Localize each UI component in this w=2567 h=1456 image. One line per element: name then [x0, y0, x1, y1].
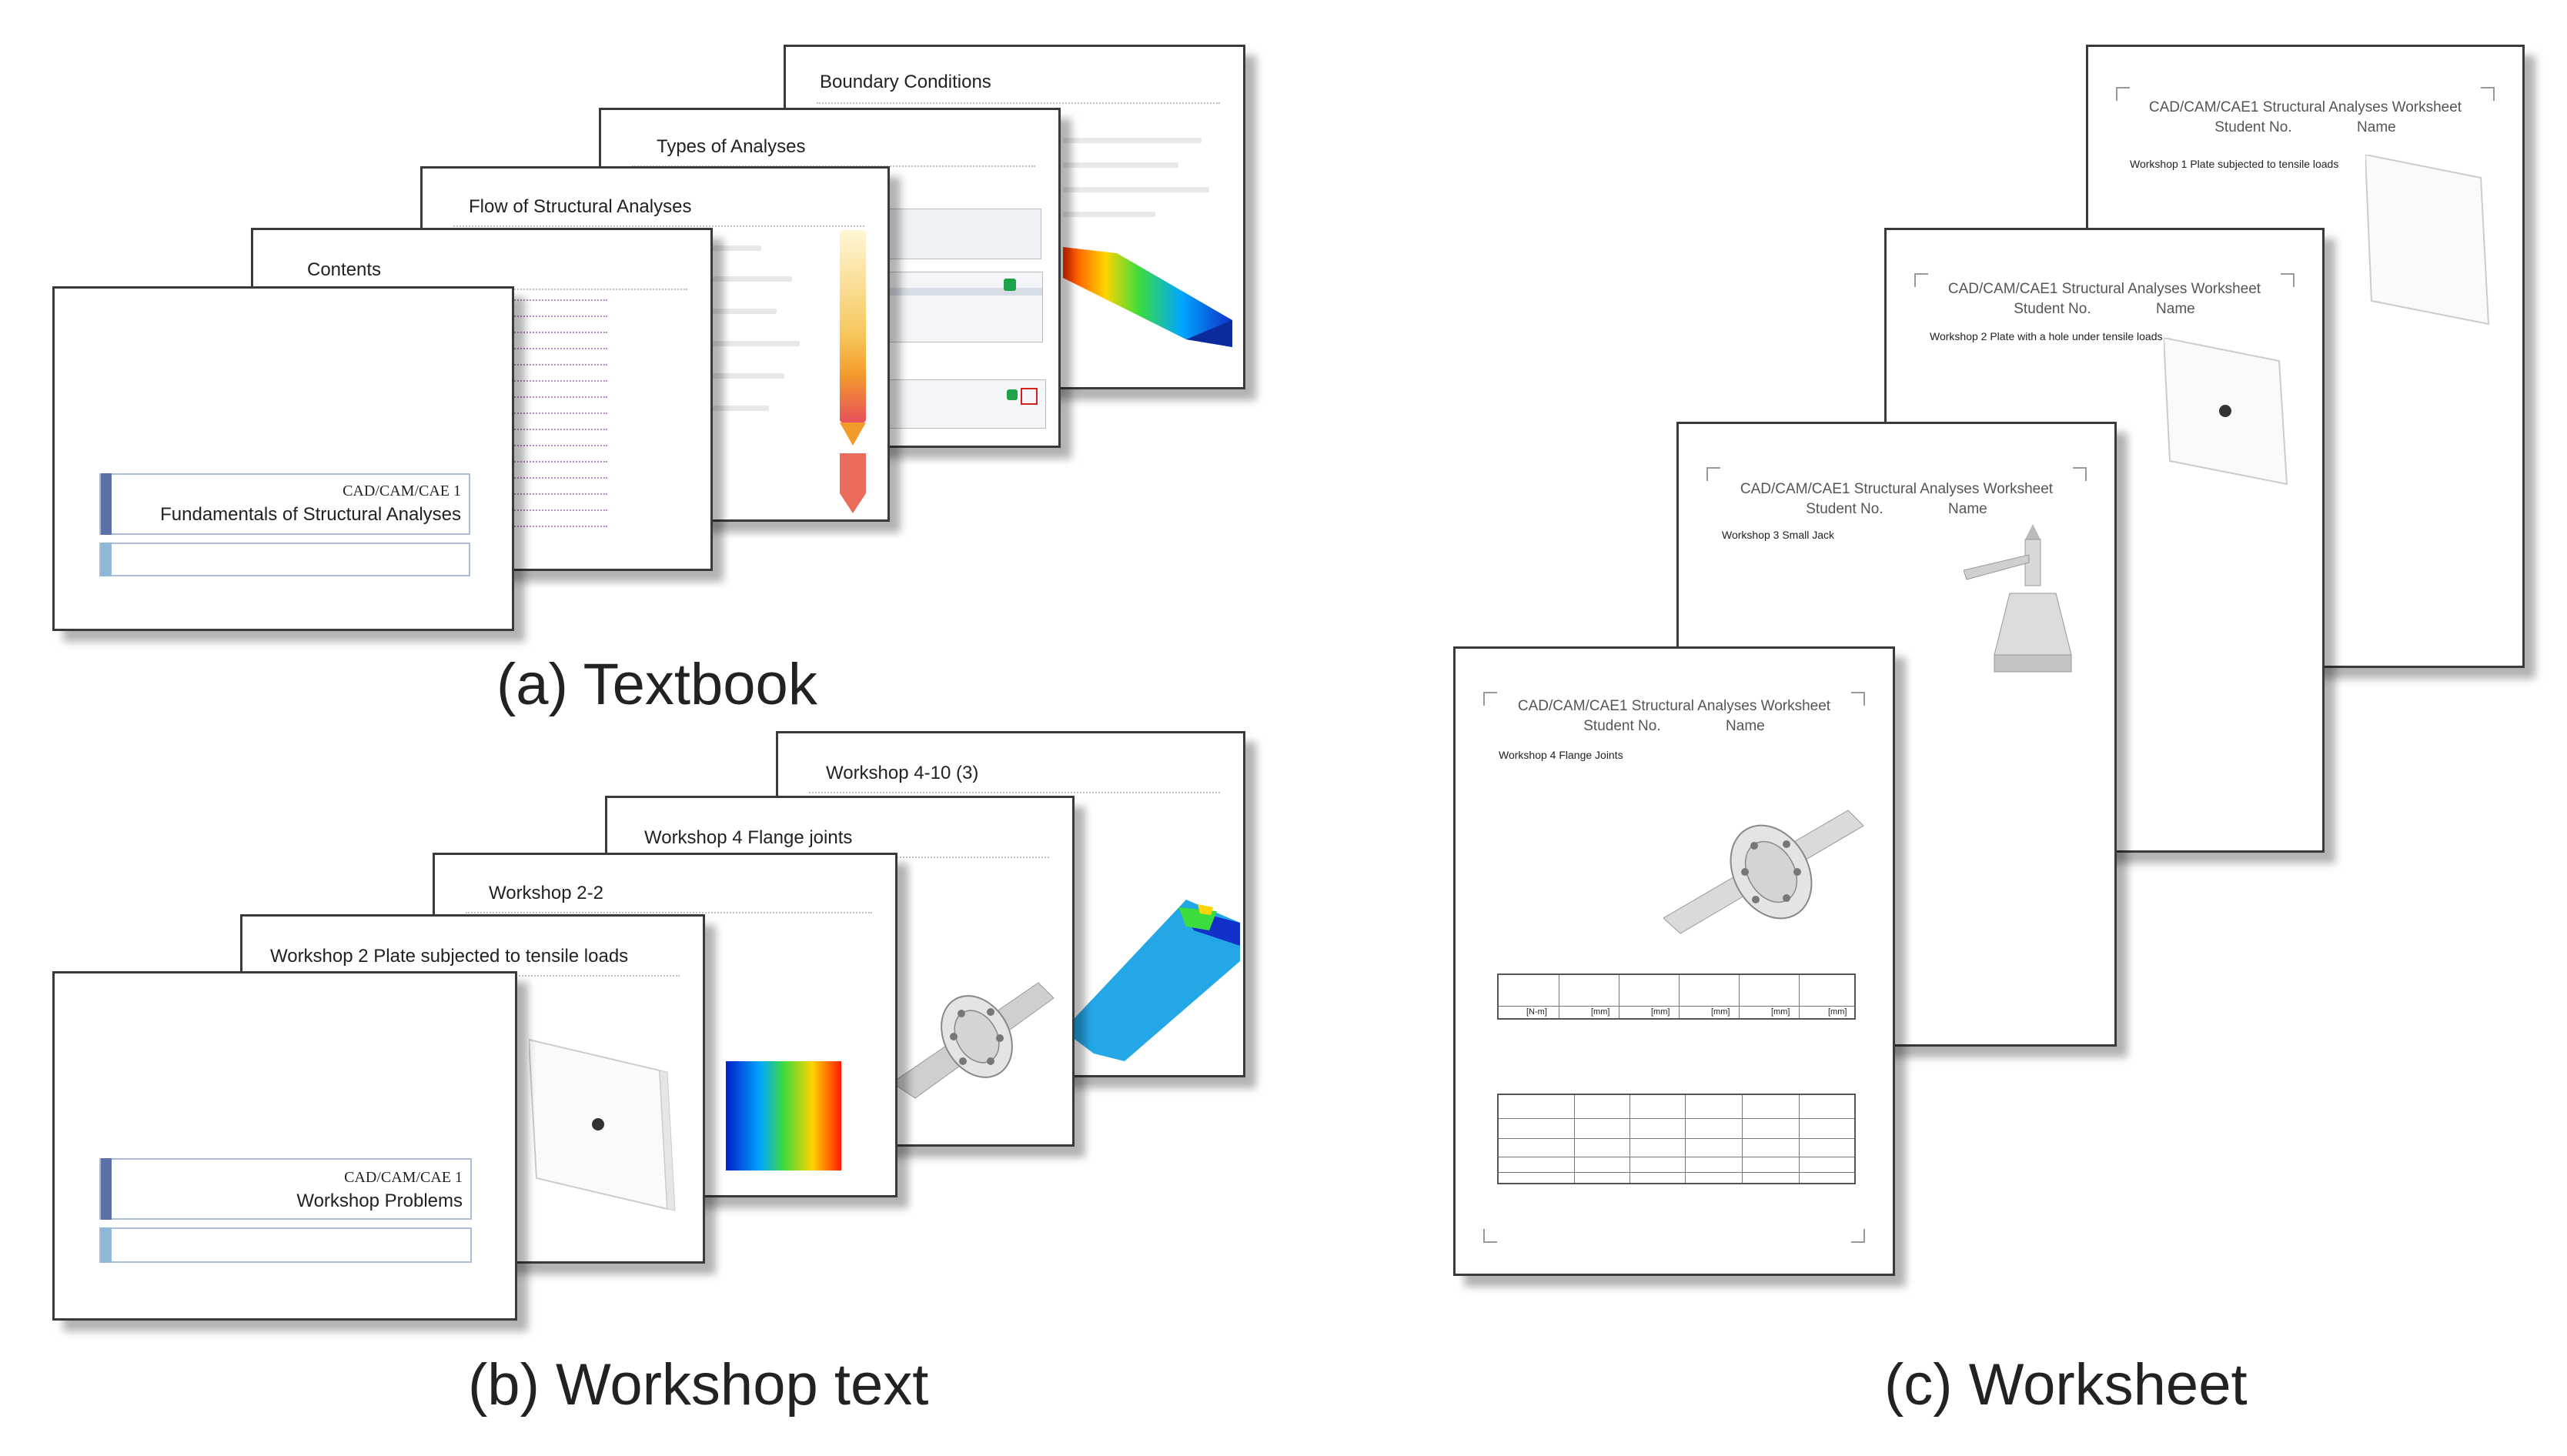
worksheet-header-line1: CAD/CAM/CAE1 Structural Analyses Workshe…	[1740, 481, 2054, 497]
cover-title-band: CAD/CAM/CAE 1 Fundamentals of Structural…	[99, 473, 470, 535]
unit-label: [N-m]	[1526, 1007, 1547, 1017]
slide-cover-fundamentals: CAD/CAM/CAE 1 Fundamentals of Structural…	[52, 286, 514, 631]
title-rule	[466, 912, 872, 913]
unit-label: [mm]	[1591, 1007, 1610, 1017]
unit-label: [mm]	[1771, 1007, 1790, 1017]
slide-title: Workshop 4-10 (3)	[826, 763, 979, 783]
plate-model-image	[529, 1038, 676, 1211]
worksheet-problem-title: Workshop 2 Plate with a hole under tensi…	[1930, 330, 2163, 342]
slide-cover-workshop-problems: CAD/CAM/CAE 1 Workshop Problems	[52, 971, 517, 1321]
worksheet-header-line1: CAD/CAM/CAE1 Structural Analyses Workshe…	[1517, 698, 1831, 714]
cover-subtitle-band	[99, 1227, 472, 1263]
unit-label: [mm]	[1828, 1007, 1847, 1017]
small-jack-model-image	[1964, 524, 2072, 673]
software-screenshot	[887, 209, 1041, 259]
caption-worksheet: (c) Worksheet	[1884, 1352, 2248, 1418]
worksheet-header-line1: CAD/CAM/CAE1 Structural Analyses Workshe…	[1947, 281, 2261, 297]
cover-subtitle-band	[99, 543, 470, 576]
slide-title: Workshop 4 Flange joints	[644, 827, 853, 848]
mesh-simulation-image	[1063, 900, 1240, 1061]
stress-contour-image	[726, 1061, 841, 1170]
title-rule	[817, 102, 1220, 104]
worksheet-header-line2: Student No. Name	[2014, 301, 2195, 317]
worksheet-header-line2: Student No. Name	[2214, 119, 2396, 135]
flange-joint-model-image	[892, 982, 1055, 1099]
results-table-1: [N-m] [mm] [mm] [mm] [mm] [mm]	[1497, 973, 1856, 1020]
plate-with-hole-image	[2164, 338, 2288, 486]
title-rule	[809, 792, 1220, 793]
software-screenshot	[887, 272, 1043, 342]
cover-course: CAD/CAM/CAE 1	[343, 483, 461, 499]
flow-arrow-graphic	[840, 230, 866, 513]
title-rule	[453, 225, 864, 227]
stress-beam-image	[1063, 247, 1232, 347]
slide-title: Flow of Structural Analyses	[469, 196, 692, 217]
flange-joint-model-image	[1663, 810, 1864, 934]
caption-workshop-text: (b) Workshop text	[468, 1352, 929, 1418]
worksheet-header-line2: Student No. Name	[1583, 718, 1765, 734]
unit-label: [mm]	[1651, 1007, 1670, 1017]
worksheet-header-line2: Student No. Name	[1806, 501, 1987, 517]
worksheet-problem-title: Workshop 1 Plate subjected to tensile lo…	[2130, 158, 2339, 170]
unit-label: [mm]	[1711, 1007, 1730, 1017]
results-table-2	[1497, 1094, 1856, 1184]
slide-title: Workshop 2-2	[489, 883, 603, 903]
cover-course: CAD/CAM/CAE 1	[344, 1169, 463, 1186]
worksheet-header-line1: CAD/CAM/CAE1 Structural Analyses Workshe…	[2148, 99, 2462, 115]
slide-title: Contents	[307, 259, 382, 280]
plate-model-image	[2365, 155, 2490, 326]
cover-title: Fundamentals of Structural Analyses	[160, 504, 461, 525]
cover-title-band: CAD/CAM/CAE 1 Workshop Problems	[99, 1158, 472, 1220]
slide-title: Boundary Conditions	[820, 72, 991, 92]
cover-title: Workshop Problems	[296, 1191, 463, 1211]
worksheet-4: CAD/CAM/CAE1 Structural Analyses Workshe…	[1453, 646, 1895, 1276]
worksheet-problem-title: Workshop 3 Small Jack	[1722, 529, 1835, 541]
slide-title: Workshop 2 Plate subjected to tensile lo…	[270, 946, 629, 967]
software-screenshot	[887, 379, 1046, 429]
caption-textbook: (a) Textbook	[496, 652, 817, 717]
slide-title: Types of Analyses	[657, 136, 806, 157]
worksheet-problem-title: Workshop 4 Flange Joints	[1499, 749, 1623, 761]
